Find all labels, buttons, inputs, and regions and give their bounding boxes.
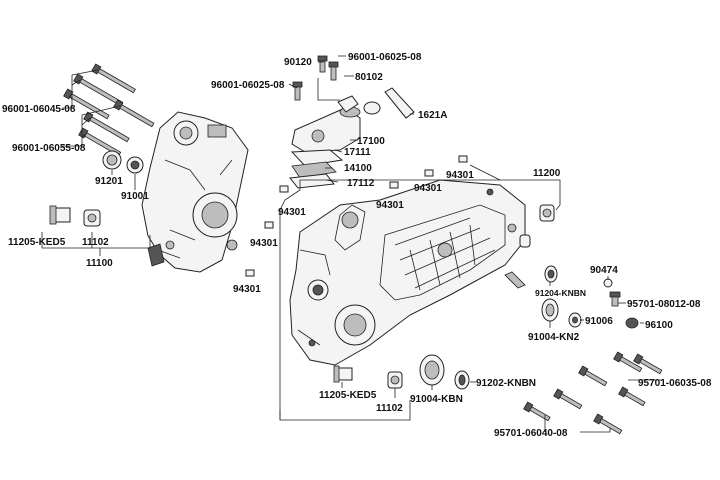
bolt-90120 xyxy=(317,55,328,73)
label-96001-06045-08: 96001-06045-08 xyxy=(2,104,76,115)
label-96001-06025-08-top: 96001-06025-08 xyxy=(348,52,422,63)
label-91006: 91006 xyxy=(585,316,613,327)
bearing-11102-right-side xyxy=(519,234,531,248)
label-90120: 90120 xyxy=(284,57,312,68)
label-11205-KED5-left: 11205-KED5 xyxy=(8,237,66,248)
label-91201: 91201 xyxy=(95,176,123,187)
label-90474: 90474 xyxy=(590,265,618,276)
label-11100: 11100 xyxy=(86,258,113,269)
part-labels: 96001-06045-08 96001-06055-08 91201 9100… xyxy=(2,52,712,439)
bearing-91004-KBN xyxy=(419,354,445,386)
label-11205-KED5-bottom: 11205-KED5 xyxy=(319,390,377,401)
right-crankcase-11200 xyxy=(289,179,526,366)
label-94301-e: 94301 xyxy=(250,238,278,249)
label-94301-b: 94301 xyxy=(414,183,442,194)
bolt-95701-08012-08 xyxy=(609,291,621,307)
bearing-11102-left xyxy=(83,209,101,227)
label-95701-06040-08: 95701-06040-08 xyxy=(494,428,568,439)
label-17112: 17112 xyxy=(347,178,375,189)
label-91004-KBN: 91004-KBN xyxy=(410,394,463,405)
seal-91204-KNBN xyxy=(544,265,558,283)
bearing-11102-top xyxy=(539,204,555,222)
gasket-17112 xyxy=(289,173,335,189)
left-crankcase-half xyxy=(141,111,249,273)
label-1621A: 1621A xyxy=(418,110,447,121)
bracket-80102 xyxy=(337,95,359,113)
label-14100: 14100 xyxy=(344,163,372,174)
label-94301-d: 94301 xyxy=(278,207,306,218)
washer-90474 xyxy=(603,278,613,288)
label-95701-06035-08: 95701-06035-08 xyxy=(638,378,712,389)
bearing-11102-bottom xyxy=(387,371,403,389)
bolts-95701-right xyxy=(523,351,663,435)
bearing-91004-KN2 xyxy=(541,298,559,322)
label-96001-06055-08: 96001-06055-08 xyxy=(12,143,86,154)
label-91001: 91001 xyxy=(121,191,149,202)
label-17111: 17111 xyxy=(344,147,371,158)
label-94301-c: 94301 xyxy=(376,200,404,211)
bolt-96001-06025-08-upper xyxy=(328,61,339,81)
crankcase-bolts-left xyxy=(63,63,155,157)
label-91204-KNBN: 91204-KNBN xyxy=(535,288,586,298)
label-11102-bottom: 11102 xyxy=(376,403,403,414)
oil-seal-91001 xyxy=(126,156,144,174)
gasket-17111 xyxy=(290,149,344,167)
leader-lines xyxy=(41,55,662,433)
bolt-96001-06025-08-lower xyxy=(292,81,303,101)
label-96001-06025-08-mid: 96001-06025-08 xyxy=(211,80,285,91)
seal-91006 xyxy=(568,312,582,328)
label-80102: 80102 xyxy=(355,72,383,83)
label-11200: 11200 xyxy=(533,168,561,179)
label-94301-f: 94301 xyxy=(233,284,261,295)
hose-1621A xyxy=(363,87,415,119)
label-94301-a: 94301 xyxy=(446,170,474,181)
dowel-sleeve-11205-bottom xyxy=(333,365,353,383)
oil-seal-91202-KNBN xyxy=(454,370,470,390)
reed-valve-14100 xyxy=(291,161,337,179)
intake-manifold-17100 xyxy=(291,106,361,153)
label-91202-KNBN: 91202-KNBN xyxy=(476,378,536,389)
label-95701-08012-08: 95701-08012-08 xyxy=(627,299,701,310)
label-96100: 96100 xyxy=(645,320,673,331)
dowel-sleeve-11205-left xyxy=(49,205,71,225)
label-17100: 17100 xyxy=(357,136,385,147)
label-11102-left: 11102 xyxy=(82,237,109,248)
label-91004-KN2: 91004-KN2 xyxy=(528,332,580,343)
part-96100 xyxy=(625,317,639,329)
stud-right-case xyxy=(504,271,526,289)
dowel-pins-94301 xyxy=(245,155,468,277)
bearing-91201 xyxy=(102,150,122,170)
